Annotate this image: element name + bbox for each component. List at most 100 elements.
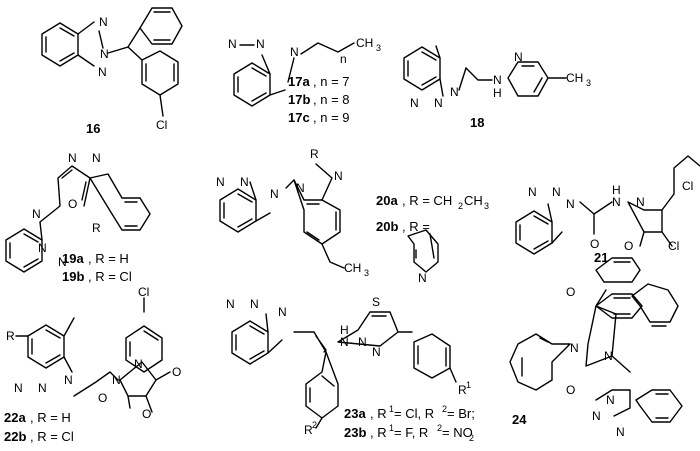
atom-n: N	[134, 357, 143, 371]
atom-n: N	[290, 45, 299, 59]
atom-n: N	[612, 195, 621, 209]
compound-17: N N N n CH 3 17a , n = 7 17b , n = 8 17c…	[228, 36, 381, 125]
atom-n: N	[99, 15, 108, 29]
compound-24: O N N O N N N 24	[509, 257, 683, 439]
atom-o: O	[566, 285, 575, 299]
compound-number-19a: 19a	[62, 251, 84, 266]
substituent-23a-r: , R	[370, 406, 387, 421]
atom-o: O	[566, 383, 575, 397]
atom-cl: Cl	[682, 179, 693, 193]
atom-o: O	[142, 407, 151, 421]
substituent-22b: , R = Cl	[30, 429, 74, 444]
atom-n: N	[278, 305, 287, 319]
atom-n: N	[250, 297, 259, 311]
subscript-3: 3	[586, 78, 591, 88]
substituent-19a: , R = H	[88, 251, 129, 266]
atom-n: N	[240, 175, 249, 189]
atom-n: N	[32, 207, 41, 221]
subscript-n: n	[340, 52, 347, 66]
atom-n: N	[334, 169, 343, 183]
atom-o: O	[68, 197, 77, 211]
atom-n: N	[604, 349, 613, 363]
atom-cl: Cl	[668, 239, 679, 253]
compound-18: N N N N H N CH 3 18	[403, 45, 591, 130]
atom-cl: Cl	[156, 118, 167, 132]
substituent-20a-ch: CH	[464, 193, 483, 208]
subscript-2: 2	[469, 433, 474, 443]
atom-n: N	[592, 409, 601, 423]
atom-o: O	[98, 391, 107, 405]
atom-n: N	[68, 151, 77, 165]
compound-23: N N N N H N S N R 1 R 2 23a , R 1 = Cl, …	[226, 295, 475, 443]
subscript-3: 3	[364, 268, 369, 278]
atom-n: N	[226, 297, 235, 311]
atom-r: R	[458, 383, 467, 397]
substituent-17b: , n = 8	[313, 92, 350, 107]
superscript-2: 2	[312, 420, 317, 430]
atom-n: N	[92, 151, 101, 165]
atom-n: N	[410, 96, 419, 110]
atom-r: R	[6, 329, 15, 343]
atom-n: N	[552, 185, 561, 199]
substituent-20b: , R =	[402, 219, 430, 234]
atom-ch: CH	[344, 261, 361, 275]
atom-n: N	[38, 241, 47, 255]
superscript-1: 1	[389, 423, 394, 433]
compound-number-21: 21	[594, 250, 608, 265]
atom-n: N	[616, 425, 625, 439]
compound-number-23b: 23b	[344, 425, 366, 440]
atom-cl: Cl	[138, 285, 149, 299]
atom-r: R	[92, 221, 101, 235]
atom-n: N	[100, 47, 109, 61]
substituent-23b-r: , R	[370, 425, 387, 440]
atom-ch: CH	[356, 36, 373, 50]
substituent-23b-f: = F, R	[394, 425, 428, 440]
subscript-3: 3	[376, 43, 381, 53]
compound-number-17b: 17b	[288, 92, 310, 107]
substituent-17a: , n = 7	[313, 74, 350, 89]
atom-n: N	[450, 85, 459, 99]
atom-n: N	[340, 335, 349, 349]
substituent-19b: , R = Cl	[88, 269, 132, 284]
compound-number-17a: 17a	[288, 74, 310, 89]
atom-n: N	[528, 185, 537, 199]
substituent-22a: , R = H	[30, 410, 71, 425]
atom-n: N	[228, 37, 237, 51]
superscript-2: 2	[437, 423, 442, 433]
atom-n: N	[434, 96, 443, 110]
atom-n: N	[38, 381, 47, 395]
compound-number-19b: 19b	[62, 269, 84, 284]
compound-number-20a: 20a	[376, 193, 398, 208]
subscript-3: 3	[484, 201, 489, 211]
atom-o: O	[172, 365, 181, 379]
atom-n: N	[14, 381, 23, 395]
substituent-23a-cl: = Cl, R	[394, 406, 434, 421]
atom-n: N	[606, 393, 615, 407]
atom-n: N	[64, 373, 73, 387]
atom-n: N	[358, 335, 367, 349]
superscript-2: 2	[442, 404, 447, 414]
atom-o: O	[590, 237, 599, 251]
compound-number-17c: 17c	[288, 110, 310, 125]
substituent-17c: , n = 9	[313, 110, 350, 125]
atom-n: N	[418, 271, 427, 285]
atom-n: N	[270, 187, 279, 201]
compound-16: N N N Cl 16	[41, 7, 183, 136]
compound-number-18: 18	[470, 115, 484, 130]
atom-h: H	[612, 183, 621, 197]
atom-s: S	[372, 295, 380, 309]
substituent-20a: , R = CH	[402, 193, 452, 208]
substituent-23a-br: = Br;	[447, 406, 475, 421]
substituent-23b-no: = NO	[442, 425, 473, 440]
atom-r: R	[310, 147, 319, 161]
atom-n: N	[98, 65, 107, 79]
atom-o: O	[624, 239, 633, 253]
atom-n: N	[216, 175, 225, 189]
superscript-1: 1	[389, 404, 394, 414]
atom-n: N	[296, 181, 305, 195]
atom-n: N	[636, 195, 645, 209]
atom-h: H	[340, 323, 349, 337]
compound-number-23a: 23a	[344, 406, 366, 421]
compound-number-16: 16	[86, 121, 100, 136]
